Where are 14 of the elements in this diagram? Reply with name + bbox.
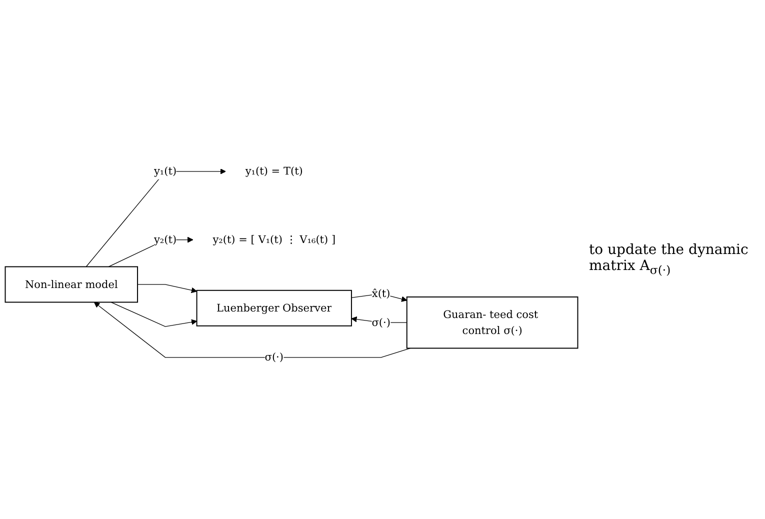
node-box: Guaran- teed cost control σ(·) — [406, 296, 578, 349]
arrow — [94, 302, 411, 358]
node-text: y₁(t) = T(t) — [245, 164, 303, 178]
edge-label: σ(·) — [264, 350, 284, 364]
node-box: Luenberger Observer — [196, 290, 352, 326]
edge-label: σ(·) — [372, 316, 390, 329]
arrow — [137, 284, 198, 294]
arrow — [110, 302, 198, 327]
node-box: Non-linear model — [4, 266, 138, 303]
annotation-text: to update the dynamic matrix A$_{σ(·)}$ — [589, 242, 750, 277]
node-text: y₂(t) = [ V₁(t) ⋮ V₁₆(t) ] — [212, 233, 336, 246]
edge-label: x̂(t) — [372, 287, 390, 300]
edge-label: y₂(t) — [154, 233, 177, 246]
edge-label: y₁(t) — [154, 164, 177, 178]
